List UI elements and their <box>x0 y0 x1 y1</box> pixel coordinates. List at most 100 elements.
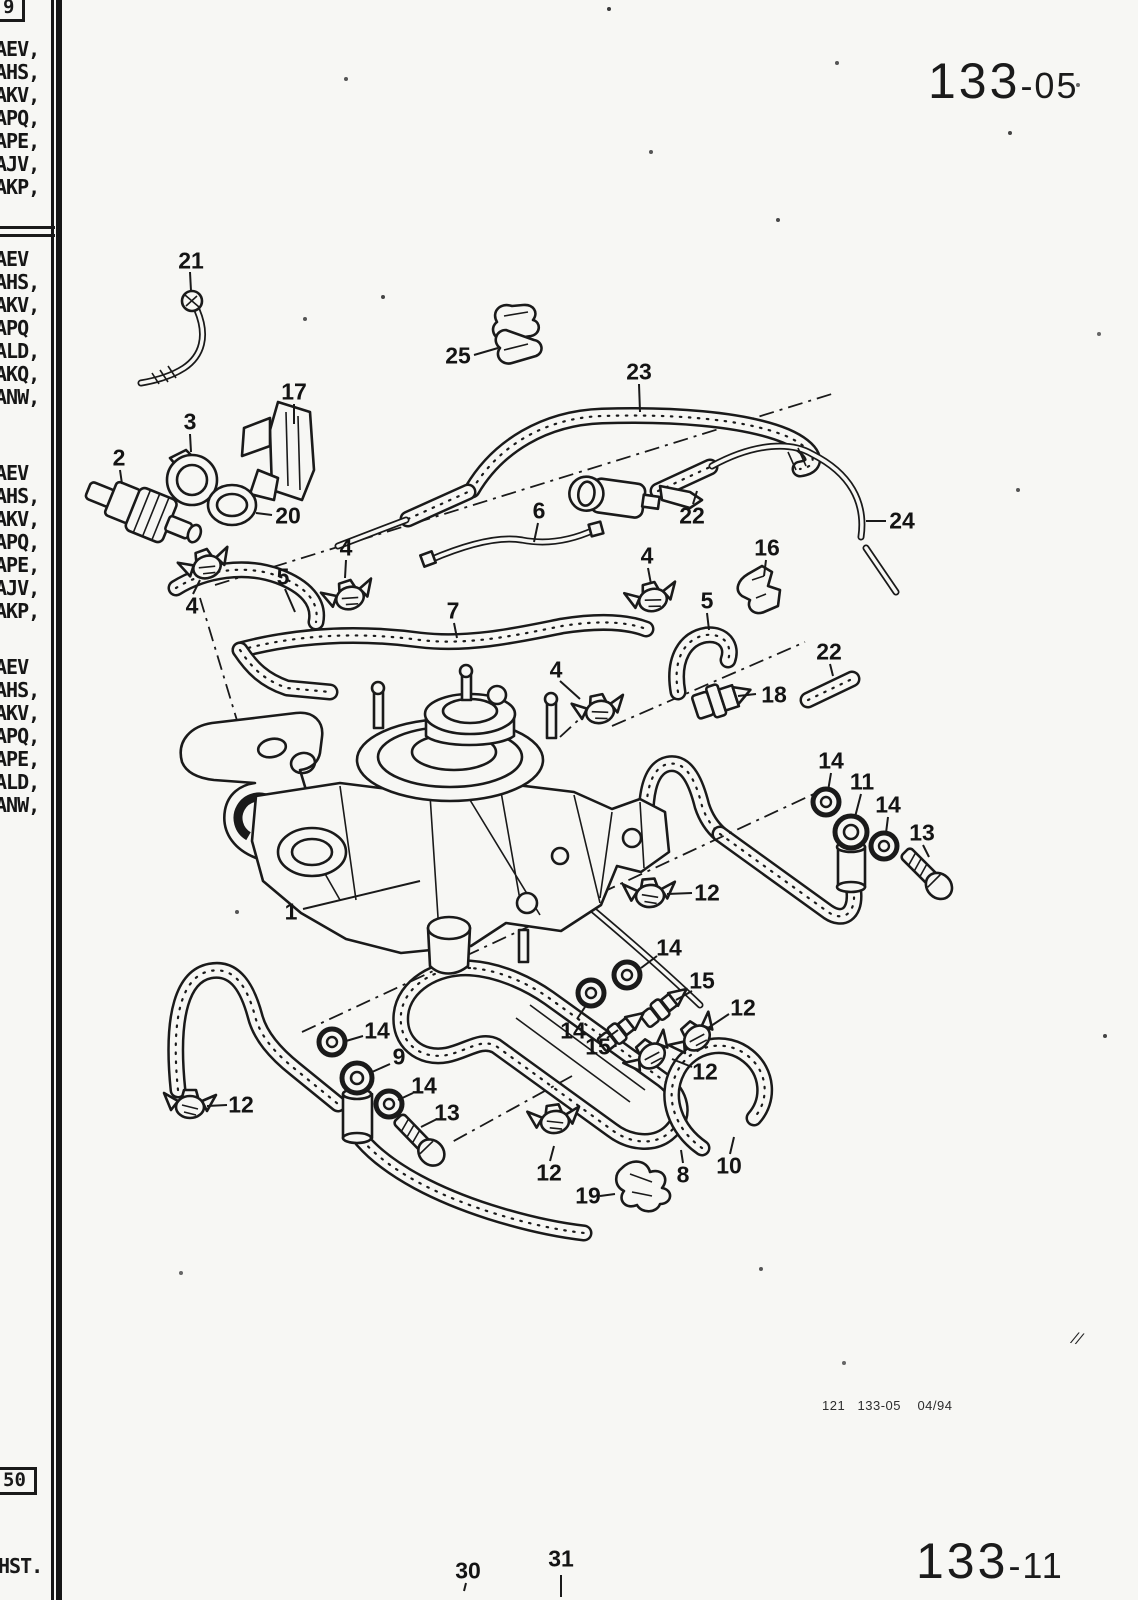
engine-code: AKP, <box>0 599 40 623</box>
top-ref-label: 9 <box>3 0 15 18</box>
page-number-top-main: 133 <box>928 53 1021 109</box>
part-callout-4: 4 <box>549 656 563 683</box>
page-number-bottom-suffix: -11 <box>1008 1545 1064 1586</box>
part-callout-9: 9 <box>392 1043 406 1070</box>
part-callout-5: 5 <box>276 563 290 590</box>
part-callout-13: 13 <box>434 1099 460 1126</box>
part-2-valve <box>84 480 203 544</box>
part-11-banjo <box>832 813 870 894</box>
part-callout-14: 14 <box>818 747 844 774</box>
part-callout-14: 14 <box>656 934 682 961</box>
engine-code: AKV, <box>0 507 40 531</box>
part-callout-4: 4 <box>185 592 199 619</box>
engine-code: APE, <box>0 553 40 577</box>
part-callout-23: 23 <box>626 358 652 385</box>
page-number-top: 133-05 <box>928 52 1078 110</box>
part-callout-12: 12 <box>228 1091 254 1118</box>
part-callout-4: 4 <box>339 534 353 561</box>
part-17-bracket <box>240 400 316 502</box>
part-valve <box>568 475 661 519</box>
margin-rule-thick <box>56 0 62 1600</box>
engine-code: APQ <box>0 316 29 340</box>
part-callout-8: 8 <box>676 1161 690 1188</box>
part-callout-25: 25 <box>445 342 471 369</box>
part-19-clip <box>614 1160 672 1213</box>
part-callout-7: 7 <box>446 597 460 624</box>
engine-code: ANW, <box>0 385 40 409</box>
part-1-carburetor <box>179 663 671 975</box>
part-callout-4: 4 <box>640 542 654 569</box>
part-callout-12: 12 <box>694 879 720 906</box>
engine-code: APQ, <box>0 530 40 554</box>
engine-code: AHS, <box>0 678 40 702</box>
page-number-bottom-main: 133 <box>916 1533 1009 1589</box>
code-group-divider <box>0 226 55 237</box>
engine-code: AHS, <box>0 270 40 294</box>
engine-code: AHS, <box>0 484 40 508</box>
part-callout-12: 12 <box>730 994 756 1021</box>
part-callout-13: 13 <box>909 819 935 846</box>
part-callout-24: 24 <box>889 507 915 534</box>
engine-code: AEV <box>0 655 29 679</box>
part-callout-14: 14 <box>875 791 901 818</box>
part-callout-16: 16 <box>754 534 780 561</box>
part-callout-14: 14 <box>560 1017 586 1044</box>
part-25-clip <box>491 303 543 365</box>
part-callout-18: 18 <box>761 681 787 708</box>
engine-code: AKV, <box>0 701 40 725</box>
engine-code: APQ, <box>0 106 40 130</box>
part-callout-3: 3 <box>183 408 197 435</box>
bottom-ref-box: 50 <box>0 1467 37 1495</box>
part-callout-12: 12 <box>536 1159 562 1186</box>
part-16-clip <box>736 564 782 615</box>
margin-rule-thin <box>51 0 54 1600</box>
engine-code: APQ, <box>0 724 40 748</box>
part-callout-31: 31 <box>548 1545 574 1572</box>
part-callout-20: 20 <box>275 502 301 529</box>
bottom-ref-label: 50 <box>3 1469 26 1491</box>
engine-code: AKP, <box>0 175 40 199</box>
page-number-bottom: 133-11 <box>916 1532 1064 1590</box>
part-callout-5: 5 <box>700 587 714 614</box>
part-callout-2: 2 <box>112 444 126 471</box>
engine-code: ANW, <box>0 793 40 817</box>
engine-code: ALD, <box>0 770 40 794</box>
part-callout-19: 19 <box>575 1182 601 1209</box>
engine-code: AEV <box>0 461 29 485</box>
part-18-fitting <box>690 683 752 720</box>
part-callout-12: 12 <box>692 1058 718 1085</box>
engine-code: AKV, <box>0 293 40 317</box>
engine-code: AEV, <box>0 37 40 61</box>
catalog-reference: 121 133-05 04/94 <box>822 1398 953 1413</box>
part-9-banjo <box>339 1060 375 1145</box>
engine-code: AKV, <box>0 83 40 107</box>
part-callout-15: 15 <box>689 967 715 994</box>
part-callout-22: 22 <box>816 638 842 665</box>
engine-code: APE, <box>0 129 40 153</box>
part-callout-6: 6 <box>532 497 546 524</box>
part-callout-14: 14 <box>364 1017 390 1044</box>
part-callout-11: 11 <box>849 768 875 795</box>
engine-code: AJV, <box>0 152 40 176</box>
engine-code: APE, <box>0 747 40 771</box>
bottom-left-label: HST. <box>0 1554 43 1578</box>
page-number-top-suffix: -05 <box>1020 65 1079 106</box>
top-ref-box: 9 <box>0 0 26 22</box>
part-callout-15: 15 <box>585 1033 611 1060</box>
part-callout-14: 14 <box>411 1072 437 1099</box>
part-callout-21: 21 <box>178 247 204 274</box>
part-callout-1: 1 <box>284 898 298 925</box>
engine-code: AEV <box>0 247 29 271</box>
engine-code: AJV, <box>0 576 40 600</box>
engine-code: AHS, <box>0 60 40 84</box>
part-callout-22: 22 <box>679 502 705 529</box>
part-callout-10: 10 <box>716 1152 742 1179</box>
engine-code: AKQ, <box>0 362 40 386</box>
engine-code: ALD, <box>0 339 40 363</box>
part-callout-30: 30 <box>455 1557 481 1584</box>
